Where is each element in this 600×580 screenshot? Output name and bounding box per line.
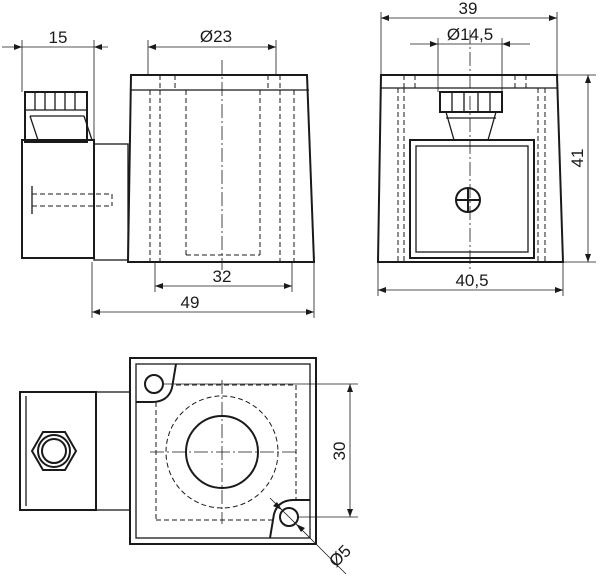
dim-arrow <box>381 15 389 21</box>
side-cap-taper <box>83 115 93 141</box>
dim-arrow <box>430 41 438 47</box>
dim-leader <box>269 497 347 575</box>
top-view: 30 Ø5 <box>19 357 358 575</box>
front-connector-inner <box>415 145 529 253</box>
dim-arrow <box>502 41 510 47</box>
side-view: 15 Ø23 32 49 <box>2 27 316 318</box>
dim-arrow <box>378 287 386 293</box>
dim-side-bore-diameter: Ø23 <box>200 27 232 46</box>
side-connector-cap <box>24 91 88 143</box>
dim-arrow <box>296 524 305 532</box>
side-cap-taper <box>29 115 39 141</box>
front-cap-taper <box>445 111 455 141</box>
dim-arrow <box>306 309 314 315</box>
dim-arrow <box>14 44 22 50</box>
dim-arrow <box>268 44 276 50</box>
top-corner-boss <box>269 499 310 539</box>
side-connector-body <box>21 139 95 259</box>
dim-side-bore-length: 32 <box>213 267 232 286</box>
top-nut-inner <box>41 438 67 464</box>
dim-arrow <box>585 75 591 83</box>
top-mounting-hole <box>144 374 164 394</box>
dim-arrow <box>148 44 156 50</box>
top-corner-boss <box>136 363 177 403</box>
dim-front-base-width: 40,5 <box>455 271 488 290</box>
top-coil-inner <box>135 363 311 539</box>
dim-arrow <box>585 254 591 262</box>
dim-arrow <box>273 502 282 510</box>
dim-front-connector-diameter: Ø14,5 <box>447 25 493 44</box>
side-connector-neck <box>93 143 129 261</box>
dim-arrow <box>555 287 563 293</box>
front-connector-cap <box>439 91 503 113</box>
front-cap-taper <box>487 111 497 141</box>
side-coil-body <box>126 74 316 263</box>
dim-front-height: 41 <box>568 149 587 168</box>
top-coil-body <box>129 357 317 545</box>
top-nut-ring <box>37 434 71 468</box>
dim-arrow <box>284 283 292 289</box>
dim-front-total-width: 39 <box>459 0 478 18</box>
front-connector-body <box>409 139 535 259</box>
top-connector-neck <box>95 391 131 511</box>
dim-side-total-length: 49 <box>181 293 200 312</box>
dim-arrow <box>92 309 100 315</box>
dim-arrow <box>347 384 353 392</box>
dim-arrow <box>347 509 353 517</box>
dim-top-hole-diameter: Ø5 <box>325 541 354 570</box>
dim-side-connector-width: 15 <box>49 28 68 47</box>
front-view: 39 Ø14,5 41 40,5 <box>376 0 596 296</box>
top-hex-nut <box>30 431 78 471</box>
front-coil-body <box>376 74 565 263</box>
dim-arrow <box>549 15 557 21</box>
dim-arrow <box>94 44 102 50</box>
dim-arrow <box>155 283 163 289</box>
dim-top-hole-spacing: 30 <box>330 442 349 461</box>
